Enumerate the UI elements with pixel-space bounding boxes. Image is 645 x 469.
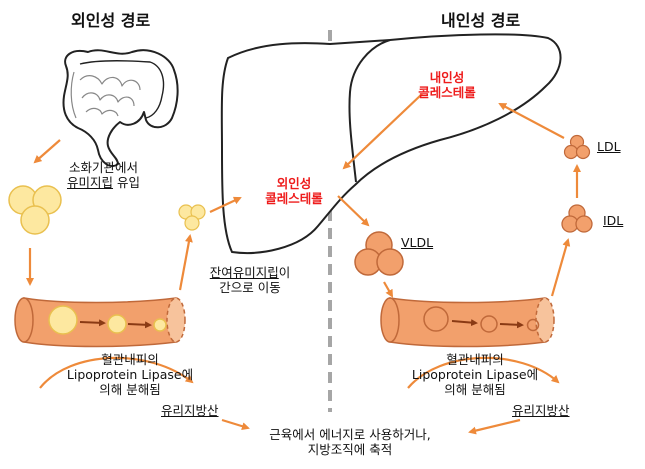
label-remnant-line1: 잔여유미지립이	[180, 265, 320, 280]
label-chylomicron: 유미지립	[67, 175, 114, 190]
label-lpl-right: 혈관내피의 Lipoprotein Lipase에 의해 분해됨	[405, 352, 545, 397]
label-lpl-left-line3: 의해 분해됨	[99, 382, 161, 397]
label-lpl-right-line1: 혈관내피의	[446, 352, 504, 367]
label-digestion: 소화기관에서 유미지립 유입	[46, 160, 161, 190]
heading-exogenous: 외인성 경로	[71, 11, 151, 30]
ldl-icon	[563, 134, 591, 160]
label-digestion-line1: 소화기관에서	[68, 160, 138, 175]
arrow-vessel-to-idl	[550, 238, 571, 297]
label-remnant: 잔여유미지립이 간으로 이동	[180, 265, 320, 295]
label-outcome-line1: 근육에서 에너지로 사용하거나,	[269, 427, 431, 442]
liver-outline	[220, 33, 562, 254]
label-exo-line1: 외인성	[276, 176, 312, 191]
label-remnant-chylomicron: 잔여유미지립	[209, 265, 279, 280]
label-endo-line1: 내인성	[429, 70, 465, 85]
arrow-remnant-to-liver	[209, 196, 242, 213]
arrow-exo-to-vldl	[337, 195, 370, 227]
label-lpl-right-line3: 의해 분해됨	[444, 382, 506, 397]
chylomicron-remnant-icon	[178, 204, 206, 231]
arrow-ldl-to-endo	[498, 103, 565, 139]
vldl-icon	[354, 231, 404, 276]
heading-endogenous: 내인성 경로	[441, 11, 521, 30]
arrow-lpl-arc-left	[39, 356, 194, 389]
label-lpl-left-line2: Lipoprotein Lipase에	[66, 367, 194, 382]
blood-vessel-left	[14, 297, 186, 348]
label-endogenous-cholesterol: 내인성 콜레스테롤	[405, 70, 489, 100]
label-remnant-line2: 간으로 이동	[219, 280, 281, 295]
label-outcome-line2: 지방조직에 축적	[307, 442, 393, 457]
arrow-intestine-to-text	[33, 139, 61, 164]
label-outcome: 근육에서 에너지로 사용하거나, 지방조직에 축적	[245, 427, 455, 457]
intestine-icon	[62, 49, 179, 168]
arrow-endo-to-exo	[342, 93, 423, 170]
label-remnant-particle: 이	[278, 265, 291, 280]
label-digestion-inflow: 유입	[113, 175, 140, 190]
liver-lobe-line	[348, 39, 391, 183]
label-lpl-right-line2: Lipoprotein Lipase에	[411, 367, 539, 382]
label-endo-line2: 콜레스테롤	[418, 85, 476, 100]
arrow-vldl-to-vessel	[383, 281, 393, 298]
arrow-lpl-arc-right	[407, 356, 560, 389]
label-free-fatty-acid-right: 유리지방산	[512, 403, 570, 418]
label-exo-line2: 콜레스테롤	[265, 191, 323, 206]
idl-icon	[561, 204, 593, 233]
arrow-ffa-right-to-outcome	[468, 418, 521, 435]
label-lpl-left-line1: 혈관내피의	[101, 352, 159, 367]
flow-arrows	[26, 93, 581, 435]
arrow-ffa-left-to-outcome	[221, 418, 250, 431]
arrow-vessel-to-remnant	[178, 234, 193, 291]
label-digestion-line2: 유미지립 유입	[46, 175, 161, 190]
label-free-fatty-acid-left: 유리지방산	[161, 403, 219, 418]
label-vldl: VLDL	[401, 235, 434, 250]
chylomicron-large-icon	[8, 185, 62, 235]
label-exogenous-cholesterol: 외인성 콜레스테롤	[254, 176, 334, 206]
label-ldl: LDL	[597, 139, 621, 154]
blood-vessel-right	[380, 297, 555, 348]
label-idl: IDL	[603, 213, 624, 228]
label-lpl-left: 혈관내피의 Lipoprotein Lipase에 의해 분해됨	[60, 352, 200, 397]
